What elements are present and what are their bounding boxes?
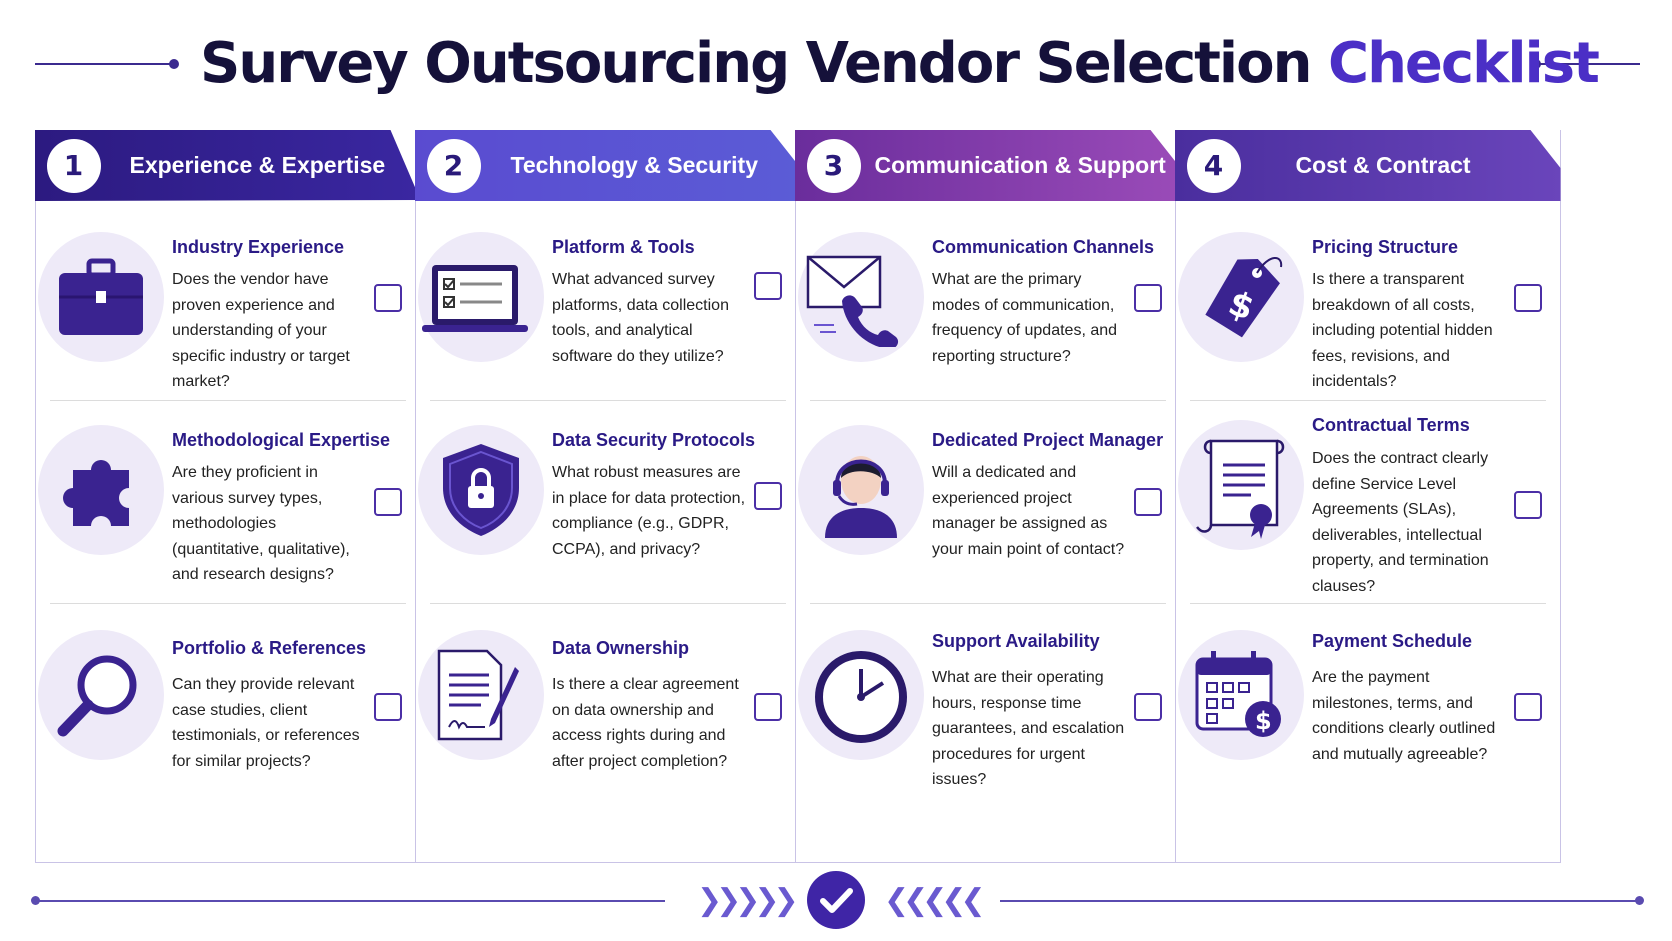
item-description: What are their operating hours, response… <box>932 669 1125 788</box>
item-title: Contractual Terms <box>1312 415 1470 435</box>
column-header: 3 Communication & Support <box>794 130 1181 201</box>
divider <box>1190 603 1546 604</box>
clock-icon <box>815 651 907 743</box>
checkbox[interactable] <box>1134 488 1162 516</box>
svg-text:$: $ <box>1255 707 1272 735</box>
chevrons-right-icon: ❯❯❯❯❯ <box>697 884 799 917</box>
checkbox[interactable] <box>754 693 782 721</box>
header-line-right <box>1531 59 1640 69</box>
page-title: Survey Outsourcing Vendor Selection Chec… <box>200 28 1600 100</box>
checkbox[interactable] <box>1134 693 1162 721</box>
item-description: Does the vendor have proven experience a… <box>172 271 350 390</box>
header-line-left <box>35 59 179 69</box>
column-header: 1 Experience & Expertise <box>34 130 421 201</box>
item-title: Pricing Structure <box>1312 237 1459 257</box>
item-description: Is there a transparent breakdown of all … <box>1312 271 1493 390</box>
shield-lock-icon <box>443 444 519 536</box>
item-title: Dedicated Project Manager <box>932 430 1164 450</box>
divider <box>810 400 1166 401</box>
title-main: Survey Outsourcing Vendor Selection <box>200 31 1312 96</box>
item-title: Methodological Expertise <box>172 430 391 450</box>
item-title: Payment Schedule <box>1312 631 1473 651</box>
calendar-dollar-icon: $ <box>1195 651 1281 737</box>
puzzle-piece-icon <box>63 460 129 526</box>
item-title: Data Ownership <box>552 638 690 658</box>
item-title: Data Security Protocols <box>552 430 756 450</box>
checkmark-icon <box>807 871 865 929</box>
checkbox[interactable] <box>1514 693 1542 721</box>
footer-line-right <box>1000 896 1644 905</box>
checkbox[interactable] <box>1514 491 1542 519</box>
divider <box>430 603 786 604</box>
checkbox[interactable] <box>1514 284 1542 312</box>
column-title: Communication & Support <box>874 152 1166 178</box>
item-title: Industry Experience <box>172 237 345 257</box>
column-title: Cost & Contract <box>1295 152 1471 178</box>
checkbox[interactable] <box>754 272 782 300</box>
item-description: What robust measures are in place for da… <box>552 464 746 558</box>
item-description: What are the primary modes of communicat… <box>932 271 1118 365</box>
column-number: 4 <box>1186 139 1241 193</box>
checkbox[interactable] <box>1134 284 1162 312</box>
laptop-checklist-icon <box>422 265 528 332</box>
briefcase-icon <box>59 258 143 335</box>
checkbox[interactable] <box>374 284 402 312</box>
contract-scroll-icon <box>1196 439 1285 539</box>
column-header: 4 Cost & Contract <box>1174 130 1561 201</box>
envelope-phone-icon <box>806 255 899 347</box>
chevrons-left-icon: ❮❮❮❮❮ <box>884 884 986 917</box>
item-description: Are the payment milestones, terms, and c… <box>1312 669 1496 763</box>
item-title: Communication Channels <box>932 237 1155 257</box>
magnifying-glass-icon <box>57 655 137 737</box>
column-number: 3 <box>806 139 861 193</box>
column-title: Experience & Expertise <box>129 152 386 178</box>
column-title: Technology & Security <box>510 152 759 178</box>
divider <box>50 603 406 604</box>
column-communication-support: 3 Communication & Support Communication … <box>794 130 1181 863</box>
signed-document-icon <box>437 649 519 741</box>
column-number: 2 <box>426 139 481 193</box>
item-description: Does the contract clearly define Service… <box>1312 450 1489 595</box>
headset-person-icon <box>825 456 897 538</box>
item-description: Is there a clear agreement on data owner… <box>552 676 739 770</box>
column-experience-expertise: 1 Experience & Expertise Industry Experi… <box>34 130 421 863</box>
checkbox[interactable] <box>374 693 402 721</box>
checkbox[interactable] <box>374 488 402 516</box>
item-description: Will a dedicated and experienced project… <box>932 464 1125 558</box>
title-accent: Checklist <box>1327 31 1600 96</box>
divider <box>430 400 786 401</box>
item-description: Can they provide relevant case studies, … <box>172 676 360 770</box>
footer-line-left <box>31 896 665 905</box>
column-header: 2 Technology & Security <box>414 130 801 201</box>
item-title: Support Availability <box>932 631 1100 651</box>
divider <box>50 400 406 401</box>
divider <box>1190 400 1546 401</box>
column-cost-contract: 4 Cost & Contract $ Pricing Structure Is… <box>1174 130 1561 863</box>
checkbox[interactable] <box>754 482 782 510</box>
divider <box>810 603 1166 604</box>
item-description: Are they proficient in various survey ty… <box>172 464 350 583</box>
item-description: What advanced survey platforms, data col… <box>552 271 729 365</box>
column-technology-security: 2 Technology & Security Platform & Tools… <box>414 130 801 863</box>
item-title: Portfolio & References <box>172 638 367 658</box>
column-number: 1 <box>46 139 101 193</box>
price-tag-icon: $ <box>1205 257 1283 338</box>
item-title: Platform & Tools <box>552 237 695 257</box>
